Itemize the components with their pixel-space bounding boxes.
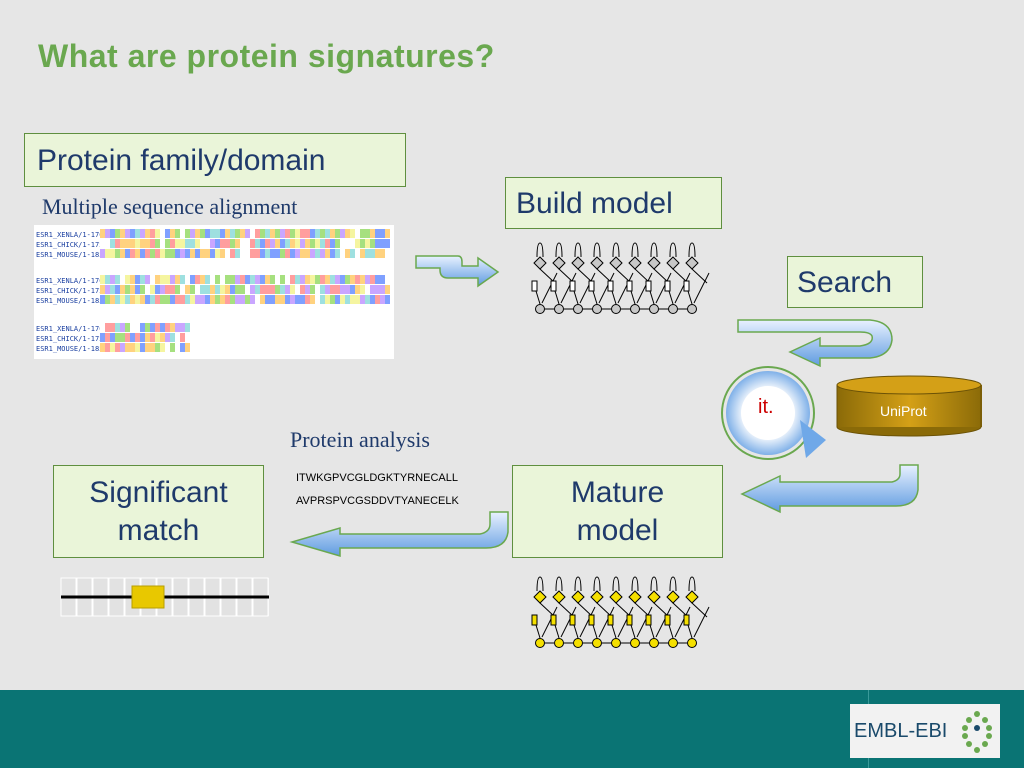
arrow-search-down <box>737 319 893 368</box>
embl-ebi-logo: EMBL-EBI <box>850 704 1000 758</box>
msa-label: Multiple sequence alignment <box>42 194 298 219</box>
arrow-to-build <box>415 255 500 288</box>
svg-text:ESR1_MOUSE/1-185: ESR1_MOUSE/1-185 <box>36 297 103 305</box>
protein-family-label: Protein family/domain <box>37 144 326 177</box>
match-strip <box>60 577 269 617</box>
build-model-box: Build model <box>505 177 722 229</box>
svg-text:ESR1_CHICK/1-175: ESR1_CHICK/1-175 <box>36 241 103 249</box>
page-title: What are protein signatures? <box>38 38 495 74</box>
iteration-label: it. <box>758 396 774 418</box>
hmm-build-model <box>531 242 710 314</box>
iteration-cycle <box>721 366 826 460</box>
svg-text:ESR1_XENLA/1-176: ESR1_XENLA/1-176 <box>36 325 103 333</box>
svg-text:ESR1_CHICK/1-175: ESR1_CHICK/1-175 <box>36 335 103 343</box>
svg-text:ESR1_MOUSE/1-185: ESR1_MOUSE/1-185 <box>36 251 103 259</box>
match-label: match <box>117 513 200 547</box>
protein-family-box: Protein family/domain <box>24 133 406 187</box>
sequence-2: AVPRSPVCGSDDVTYANECELK <box>296 495 459 507</box>
logo-text: EMBL-EBI <box>854 719 948 742</box>
significant-label: Significant <box>89 475 228 509</box>
mature-label: Mature <box>570 475 665 509</box>
significant-match-box: Significant match <box>53 465 264 558</box>
svg-text:ESR1_CHICK/1-175: ESR1_CHICK/1-175 <box>36 287 103 295</box>
arrow-to-significant <box>289 511 509 557</box>
uniprot-database <box>836 375 982 437</box>
svg-text:ESR1_XENLA/1-176: ESR1_XENLA/1-176 <box>36 277 103 285</box>
svg-text:ESR1_XENLA/1-176: ESR1_XENLA/1-176 <box>36 231 103 239</box>
build-model-label: Build model <box>516 187 673 220</box>
uniprot-label: UniProt <box>880 403 927 419</box>
arrow-to-mature <box>740 464 919 514</box>
protein-analysis-label: Protein analysis <box>290 427 430 452</box>
svg-text:ESR1_MOUSE/1-185: ESR1_MOUSE/1-185 <box>36 345 103 353</box>
search-box: Search <box>787 256 923 308</box>
model-label: model <box>576 513 659 547</box>
mature-model-box: Mature model <box>512 465 723 558</box>
search-label: Search <box>797 266 893 299</box>
logo-hex-icon <box>962 711 993 753</box>
sequence-1: ITWKGPVCGLDGKTYRNECALL <box>296 472 458 484</box>
hmm-mature-model <box>531 576 710 648</box>
